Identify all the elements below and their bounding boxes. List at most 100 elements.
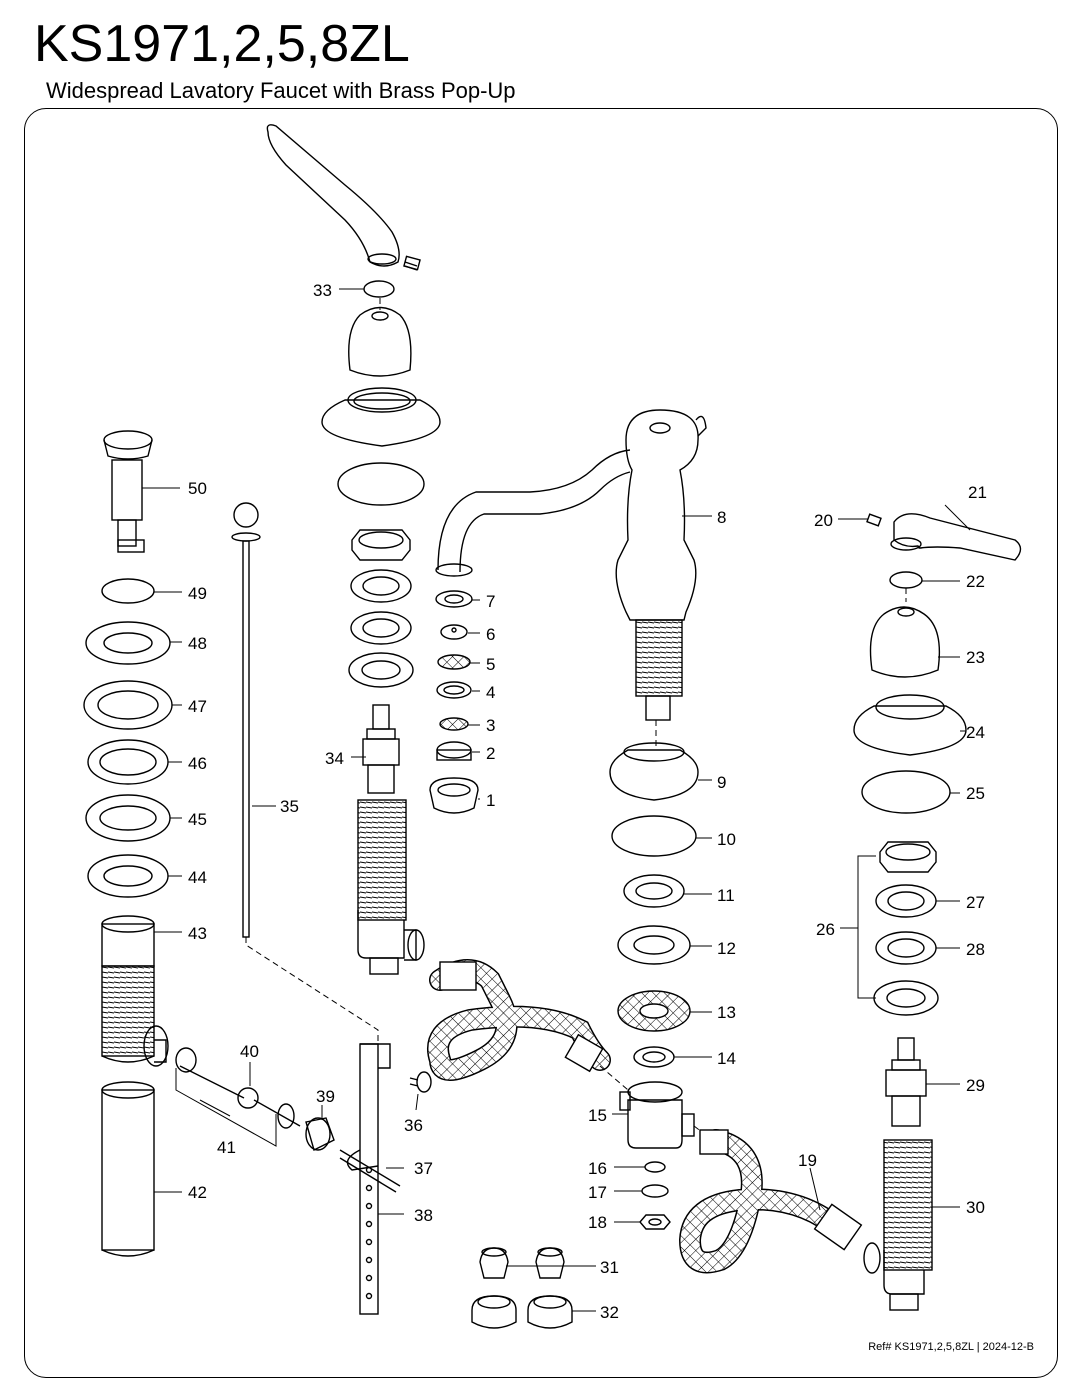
right-washer-2 xyxy=(875,931,937,965)
spout-nut xyxy=(633,1046,675,1068)
callout-17: 17 xyxy=(588,1183,607,1202)
right-flex-hose xyxy=(678,1129,863,1274)
callout-2: 2 xyxy=(486,744,495,763)
left-lever-handle xyxy=(266,124,421,271)
product-subtitle: Widespread Lavatory Faucet with Brass Po… xyxy=(46,78,516,103)
right-gasket xyxy=(861,770,951,814)
flange xyxy=(85,621,171,665)
compression-nut-1 xyxy=(471,1295,517,1329)
callout-11: 11 xyxy=(717,886,735,905)
callout-48: 48 xyxy=(188,634,207,653)
callout-49: 49 xyxy=(188,584,207,603)
spout xyxy=(435,409,707,721)
drain-washer-1 xyxy=(87,739,169,785)
tee-nut xyxy=(639,1214,671,1230)
callout-labels: 1 2 3 4 5 6 7 8 9 10 11 12 13 14 15 16 1… xyxy=(188,281,987,1322)
right-lever-handle xyxy=(890,513,1022,561)
pivot-nut xyxy=(305,1117,335,1152)
callout-46: 46 xyxy=(188,754,207,773)
flange-gasket xyxy=(83,680,173,730)
alignment-lines xyxy=(245,298,907,1133)
callout-24: 24 xyxy=(966,723,985,742)
compression-sleeve-2 xyxy=(535,1247,565,1279)
tee-washer-2 xyxy=(641,1184,669,1198)
spout-escutcheon xyxy=(609,742,699,801)
callout-10: 10 xyxy=(717,830,736,849)
strap-screw xyxy=(409,1071,432,1093)
callout-34: 34 xyxy=(325,749,344,768)
callout-39: 39 xyxy=(316,1087,335,1106)
callout-20: 20 xyxy=(814,511,833,530)
callout-13: 13 xyxy=(717,1003,736,1022)
callout-31: 31 xyxy=(600,1258,619,1277)
callout-14: 14 xyxy=(717,1049,736,1068)
left-locknut xyxy=(351,529,411,561)
callout-27: 27 xyxy=(966,893,985,912)
callout-25: 25 xyxy=(966,784,985,803)
callout-12: 12 xyxy=(717,939,736,958)
left-gasket xyxy=(337,462,425,506)
right-valve-body xyxy=(863,1139,933,1311)
callout-19: 19 xyxy=(798,1151,817,1170)
callout-1: 1 xyxy=(486,791,495,810)
callout-21: 21 xyxy=(968,483,987,502)
left-valve-body xyxy=(357,799,425,975)
callout-18: 18 xyxy=(588,1213,607,1232)
left-washer-1 xyxy=(350,569,412,603)
callout-33: 33 xyxy=(313,281,332,300)
callout-23: 23 xyxy=(966,648,985,667)
left-washer-2 xyxy=(350,611,412,645)
tee-connector xyxy=(619,1081,695,1149)
callout-50: 50 xyxy=(188,479,207,498)
left-handle-ring xyxy=(363,280,395,298)
ref-label: Ref# xyxy=(868,1341,892,1353)
drain-washer-2 xyxy=(85,794,171,842)
compression-sleeve-1 xyxy=(479,1247,509,1279)
right-washer-3 xyxy=(873,980,939,1016)
pop-up-stopper xyxy=(103,430,153,553)
callout-29: 29 xyxy=(966,1076,985,1095)
callout-4: 4 xyxy=(486,683,495,702)
left-escutcheon xyxy=(321,387,441,447)
lift-rod xyxy=(231,502,261,938)
drain-body xyxy=(101,915,169,1067)
callout-26: 26 xyxy=(816,920,835,939)
left-flex-hose xyxy=(427,959,611,1081)
callout-28: 28 xyxy=(966,940,985,959)
spring-clip xyxy=(346,1149,379,1171)
callout-3: 3 xyxy=(486,716,495,735)
callout-44: 44 xyxy=(188,868,207,887)
callout-40: 40 xyxy=(240,1042,259,1061)
spout-washer xyxy=(623,874,685,908)
right-washer-1 xyxy=(875,884,937,918)
callout-47: 47 xyxy=(188,697,207,716)
callout-35: 35 xyxy=(280,797,299,816)
spout-lock-washer xyxy=(617,990,691,1032)
aerator-screen-1 xyxy=(437,654,471,670)
callout-42: 42 xyxy=(188,1183,207,1202)
callout-8: 8 xyxy=(717,508,726,527)
callout-16: 16 xyxy=(588,1159,607,1178)
stopper-o-ring xyxy=(101,578,155,604)
callout-9: 9 xyxy=(717,773,726,792)
aerator-insert xyxy=(436,741,472,761)
spout-washer-2 xyxy=(617,925,691,965)
callout-43: 43 xyxy=(188,924,207,943)
left-handle-cap xyxy=(348,306,412,377)
aerator-screen-2 xyxy=(439,717,469,731)
callout-37: 37 xyxy=(414,1159,433,1178)
compression-nut-2 xyxy=(527,1295,573,1329)
callout-32: 32 xyxy=(600,1303,619,1322)
tee-washer xyxy=(644,1161,666,1173)
ref-model: KS1971,2,5,8ZL xyxy=(894,1341,974,1353)
drain-nut xyxy=(87,854,169,898)
callout-15: 15 xyxy=(588,1106,607,1125)
aerator-washer xyxy=(435,590,473,608)
callout-5: 5 xyxy=(486,655,495,674)
callout-38: 38 xyxy=(414,1206,433,1225)
tail-pipe xyxy=(101,1081,155,1257)
model-number: KS1971,2,5,8ZL xyxy=(34,15,410,73)
leader-lines xyxy=(142,288,971,1312)
right-escutcheon xyxy=(853,694,967,756)
